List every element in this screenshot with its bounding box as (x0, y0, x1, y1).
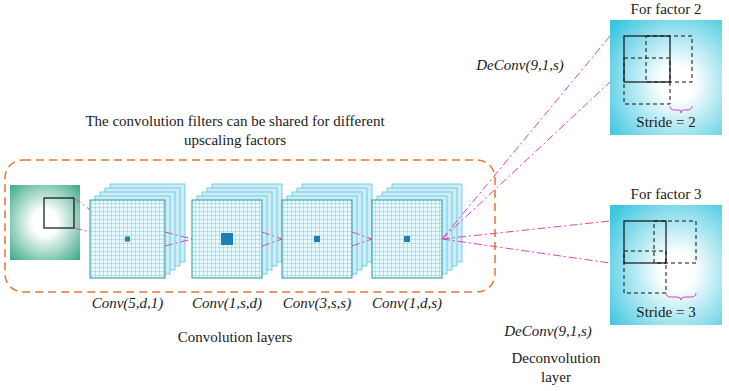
deconv-window-shifted (624, 58, 670, 104)
output-image-box: For factor 3Stride = 3 (610, 205, 722, 325)
output-image (610, 20, 722, 135)
projection-connector (262, 232, 282, 246)
receptive-field (314, 236, 320, 242)
receptive-field (221, 233, 233, 245)
output-image-box: For factor 2Stride = 2 (610, 20, 722, 135)
feature-map-front (282, 200, 352, 278)
stride-bracket (670, 106, 692, 113)
feature-map-front (372, 200, 442, 278)
input-image (10, 185, 80, 260)
deconv-label: DeConv(9,1,s) (504, 322, 591, 341)
feature-map: Conv(5,d,1) (90, 200, 165, 278)
layer-label: Conv(3,s,s) (283, 294, 351, 313)
projection-connector (442, 221, 610, 263)
receptive-field (404, 236, 410, 242)
deconv-label: DeConv(9,1,s) (476, 56, 563, 75)
output-image (610, 205, 722, 325)
deconv-window-shifted (624, 251, 666, 293)
projection-connector (352, 232, 372, 246)
factor-heading: For factor 2 (631, 0, 702, 19)
feature-map-front (90, 200, 165, 278)
deconv-window (624, 221, 666, 263)
region-heading: The convolution filters can be shared fo… (70, 112, 400, 150)
shared-region-outline (5, 160, 495, 292)
stride-bracket (666, 293, 696, 300)
feature-map: Conv(1,d,s) (372, 200, 442, 278)
layer-label: Conv(1,d,s) (372, 294, 442, 313)
layer-label: Conv(5,d,1) (92, 294, 164, 313)
feature-map-front (192, 200, 262, 278)
stride-label: Stride = 2 (636, 113, 695, 132)
shared-filter-region: Conv(5,d,1) Conv(1,s,d) Conv(3,s,s) Conv(1,… (5, 160, 495, 292)
feature-maps (90, 184, 462, 278)
layer-caption: Deconvolution layer (501, 349, 611, 387)
feature-map: Conv(3,s,s) (282, 200, 352, 278)
deconv-window-shifted (646, 36, 692, 82)
deconv-window-shifted (654, 221, 696, 263)
group-caption: Convolution layers (178, 328, 293, 347)
layer-label: Conv(1,s,d) (192, 294, 262, 313)
projection-connector (442, 36, 610, 239)
projection-connector (165, 232, 192, 246)
factor-heading: For factor 3 (631, 185, 702, 204)
feature-map: Conv(1,s,d) (192, 200, 262, 278)
stride-label: Stride = 3 (636, 303, 695, 322)
deconv-window (624, 36, 670, 82)
receptive-field (125, 237, 130, 242)
input-patch (44, 198, 74, 228)
